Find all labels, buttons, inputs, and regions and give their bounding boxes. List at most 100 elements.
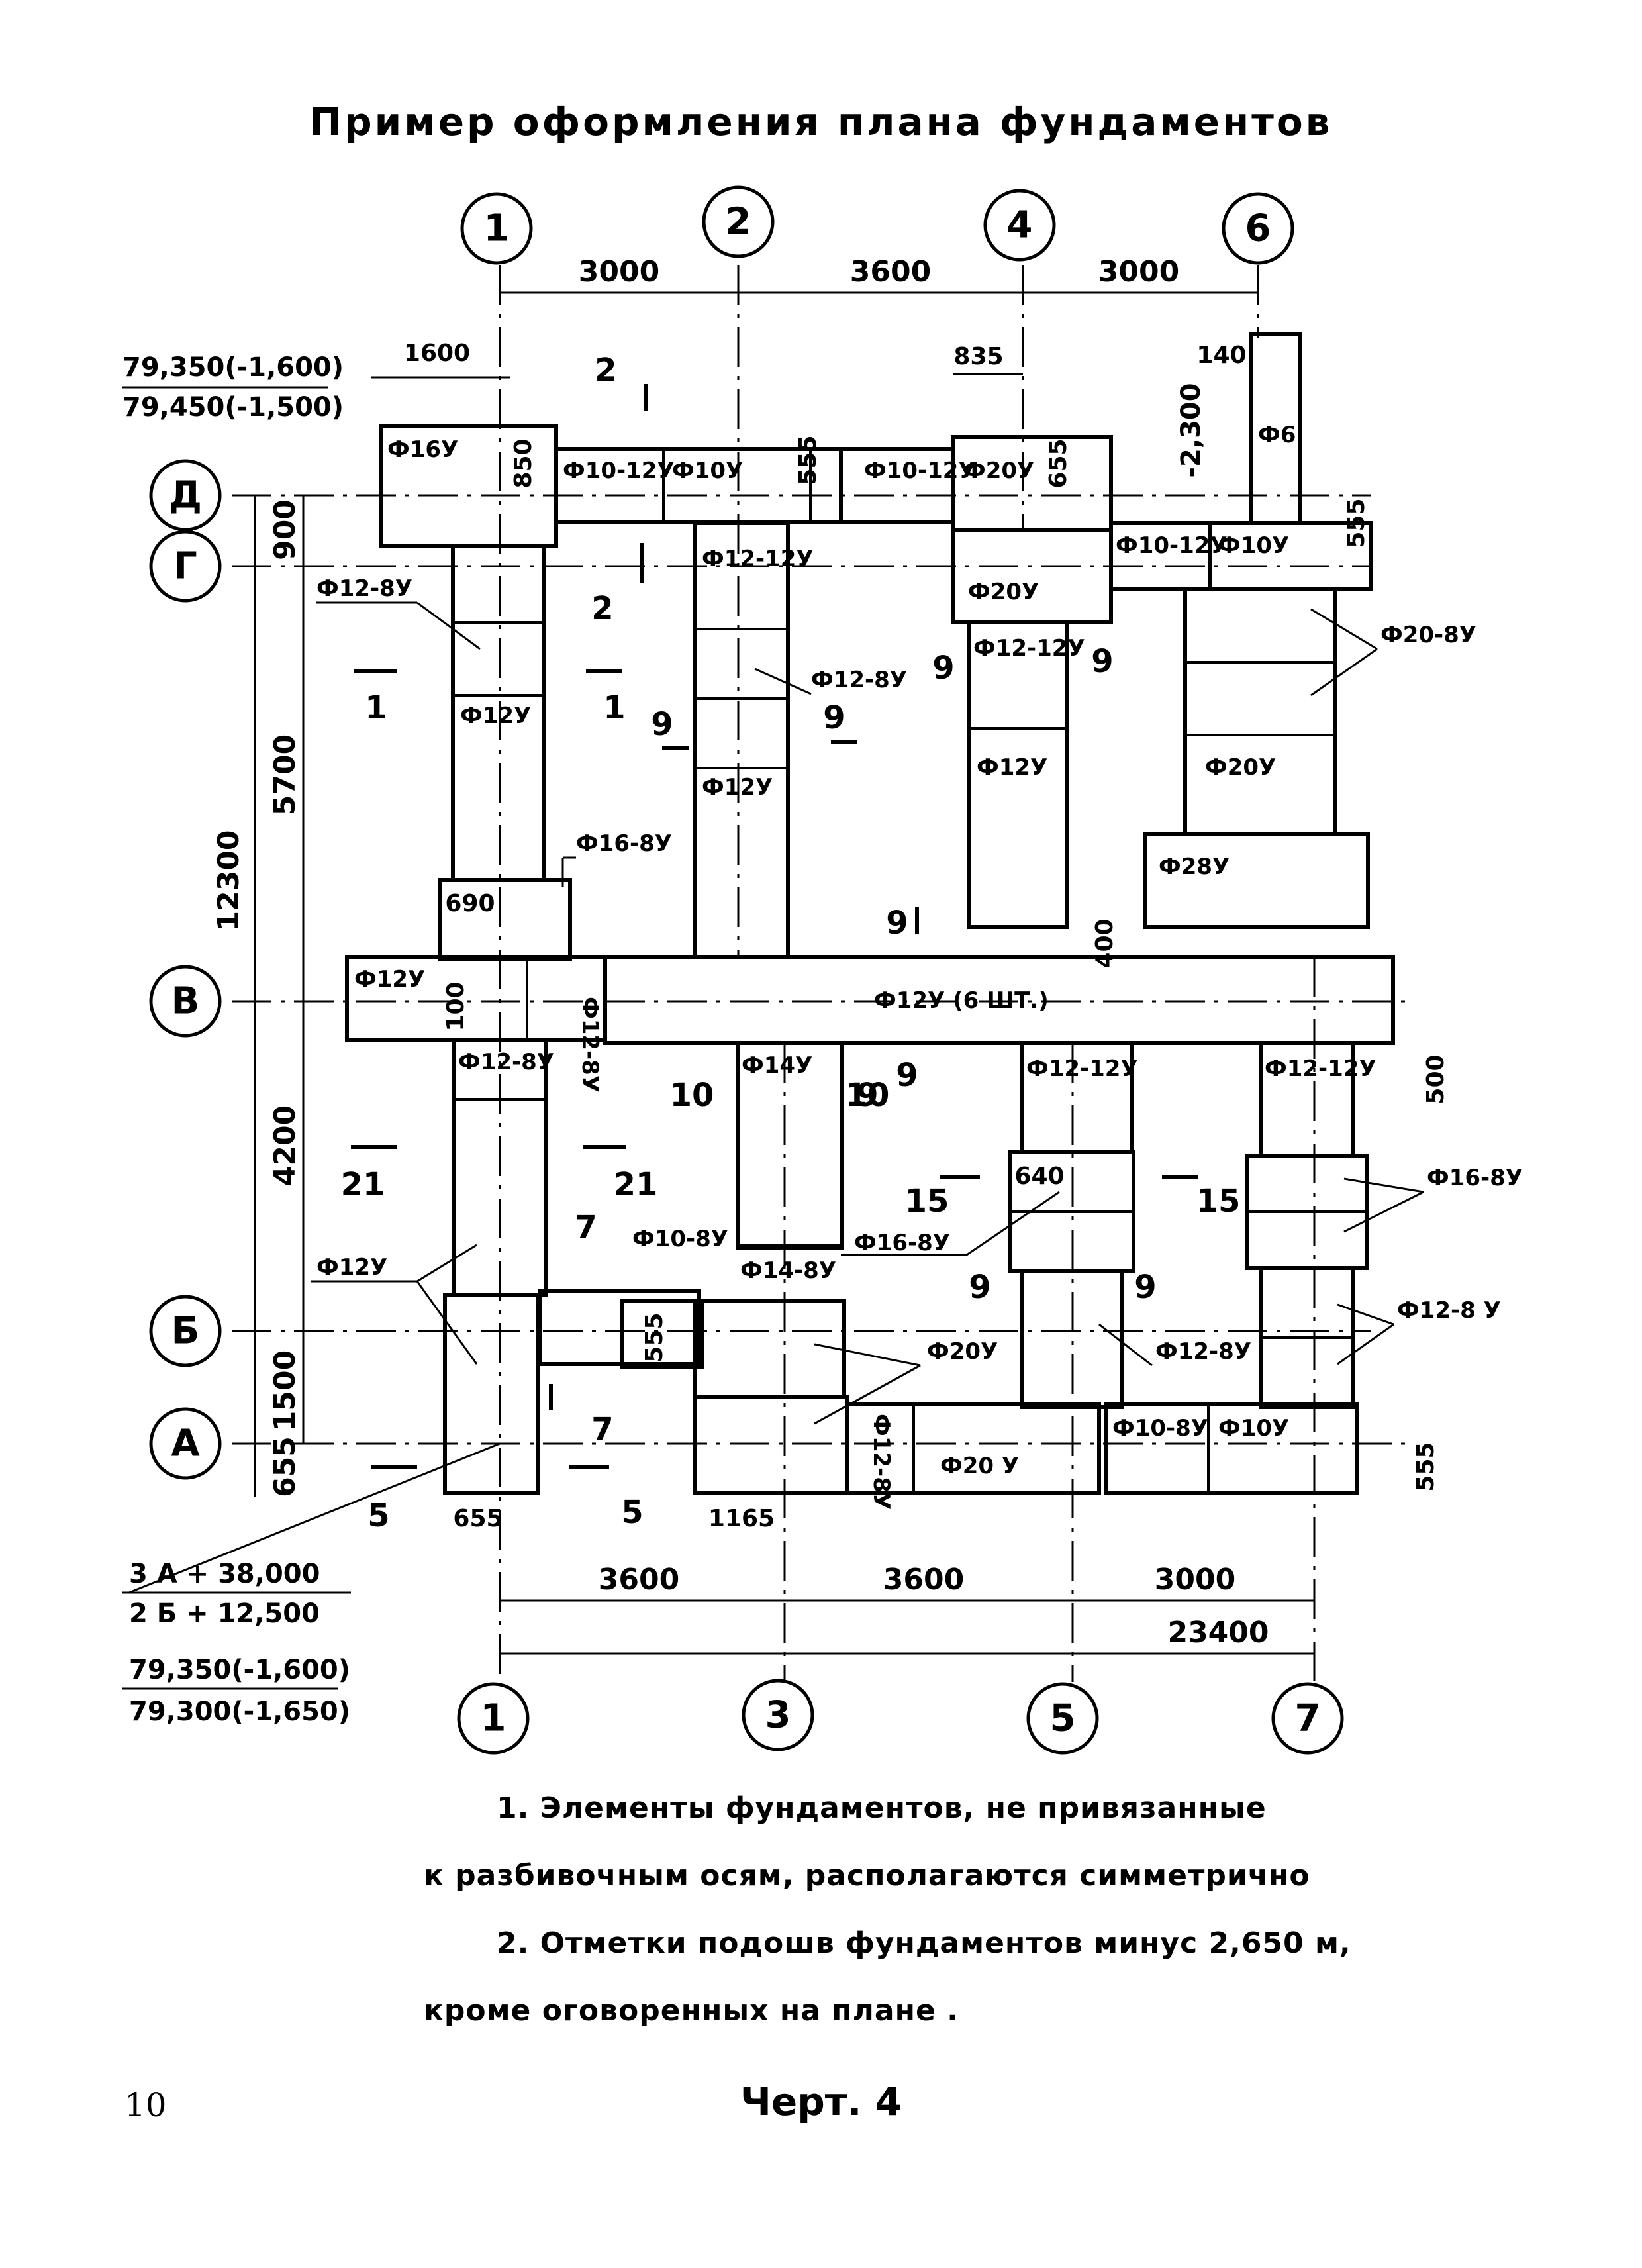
section-mark: 9: [932, 650, 954, 687]
note-1-line-2: к разбивочным осям, располагаются симмет…: [424, 1859, 1310, 1893]
dimension-lines: [254, 291, 1314, 1655]
level-marks-left: 79,350(-1,600) 79,450(-1,500) 3 А + 38,0…: [122, 352, 350, 1727]
axis-label-bottom: 3: [765, 1694, 791, 1737]
footing-1-v-upper: [438, 878, 572, 961]
section-mark: 5: [621, 1494, 643, 1531]
axis-bubble-3-bottom: [742, 1679, 814, 1751]
note-2-line-1: 2. Отметки подошв фундаментов минус 2,65…: [497, 1926, 1351, 1960]
level-mark: -2,300: [1176, 383, 1206, 477]
dim-local: 850: [510, 438, 537, 488]
rebar-label: Ф14У: [742, 1052, 812, 1079]
axis-label-left: Г: [173, 545, 197, 588]
internal-divisions: [454, 449, 1367, 1493]
axis-bubble-1-top: [460, 192, 533, 265]
rebar-label: Ф12-12У: [1026, 1056, 1138, 1082]
note-2-line-2: кроме оговоренных на плане .: [424, 1994, 959, 2028]
dim-local: 555: [1343, 498, 1370, 548]
section-mark: 9: [651, 706, 673, 743]
rebar-label: Ф20У: [968, 579, 1039, 605]
rebar-label: Ф12У: [702, 774, 773, 801]
strip-3-lower: [736, 1041, 844, 1250]
rebar-label: Ф16-8У: [576, 830, 672, 857]
top-left-level: 79,350(-1,600): [122, 352, 344, 383]
axis-bubble-d: [149, 459, 222, 532]
rebar-label: Ф12-8У: [577, 997, 603, 1093]
dim-local: 1165: [708, 1505, 775, 1532]
dim-top: 3000: [579, 255, 659, 289]
section-mark: 9: [1091, 643, 1113, 680]
dim-top: 3000: [1098, 255, 1179, 289]
section-mark: 15: [905, 1183, 949, 1220]
rebar-label: Ф12-12У: [1265, 1056, 1376, 1082]
dim-local: 500: [1422, 1054, 1449, 1104]
sheet-label: Черт. 4: [740, 2079, 902, 2124]
footing-d4-lower: [951, 528, 1113, 624]
dim-local: 555: [1412, 1442, 1439, 1491]
dim-local: 555: [641, 1312, 668, 1362]
rebar-label: Ф28У: [1159, 854, 1230, 880]
rebar-label: Ф12-8У: [1155, 1338, 1251, 1365]
note-1-line-1: 1. Элементы фундаментов, не привязанные: [497, 1791, 1267, 1825]
bottom-left-mark: 79,350(-1,600): [129, 1655, 350, 1685]
rebar-label: Ф16-8У: [854, 1230, 950, 1256]
axis-label-top: 2: [726, 201, 751, 244]
section-mark: 10: [670, 1077, 714, 1114]
section-cut-symbols: [351, 384, 1198, 1469]
dim-local: 1600: [404, 340, 470, 367]
axis-label-left: А: [171, 1422, 200, 1465]
rebar-label: Ф12-8У: [316, 575, 412, 602]
dim-left: 655: [268, 1436, 302, 1497]
rebar-label: Ф12-12У: [973, 635, 1085, 662]
beam-a-5-7: [1104, 1402, 1359, 1495]
axis-bubble-6-top: [1222, 192, 1294, 265]
section-mark: 9: [969, 1269, 990, 1306]
axis-bubble-g: [149, 530, 222, 603]
dim-top: 3600: [850, 255, 931, 289]
axis-label-left: В: [171, 980, 200, 1023]
section-mark: 2: [591, 590, 613, 627]
drawing-title: Пример оформления плана фундаментов: [309, 99, 1333, 144]
section-mark: 9: [823, 699, 845, 736]
top-left-level: 79,450(-1,500): [122, 392, 344, 422]
axis-label-top: 4: [1007, 204, 1033, 247]
foundation-outlines: [345, 332, 1395, 1495]
reinforcement-labels: Ф16У Ф10-12У Ф10У Ф10-12У Ф20У Ф6 Ф10-12…: [316, 422, 1523, 1510]
axis-bubble-1-bottom: [457, 1682, 530, 1755]
dim-local: 640: [1014, 1163, 1064, 1190]
footing-b-small: [538, 1289, 701, 1366]
dim-total: 23400: [1167, 1616, 1269, 1650]
dimension-texts: 3000 3600 3000 3600 3600 3000 23400 900 …: [212, 255, 1269, 1650]
axis-bubbles-left: [149, 459, 222, 1480]
axis-label-bottom: 1: [481, 1697, 507, 1740]
section-mark: 9: [886, 905, 908, 942]
footing-a3: [693, 1395, 849, 1495]
dim-local: 690: [445, 890, 495, 917]
section-mark: 9: [1134, 1269, 1156, 1306]
axis-bubbles-top: [460, 185, 1294, 265]
axis-lines: [232, 265, 1410, 1682]
dim-local: 555: [795, 435, 822, 485]
rebar-label: Ф16-8У: [1427, 1165, 1523, 1191]
footing-6-v: [1143, 832, 1370, 929]
axis-bubble-a: [149, 1407, 222, 1480]
rebar-label: Ф12У: [316, 1254, 387, 1281]
pilaster-6: [1249, 332, 1302, 525]
rebar-label: Ф20У: [1205, 754, 1276, 781]
dim-left: 5700: [268, 734, 302, 815]
rebar-label: Ф10-8У: [632, 1226, 728, 1252]
beam-v: [603, 955, 1395, 1045]
dim-local: 655: [453, 1505, 503, 1532]
dim-local: 835: [953, 343, 1003, 370]
rebar-label: Ф10-12У: [1116, 532, 1228, 559]
dim-local: 140: [1196, 342, 1246, 369]
rebar-label: Ф10У: [1218, 532, 1289, 559]
leader-lines: [128, 601, 1424, 1594]
bottom-left-mark: 3 А + 38,000: [129, 1559, 320, 1589]
strip-4-upper: [967, 620, 1069, 929]
rebar-label: Ф20-8У: [1380, 622, 1476, 648]
dim-local: 100: [442, 981, 469, 1031]
rebar-label: Ф10-12У: [864, 458, 976, 484]
beam-a-3-5: [845, 1402, 1101, 1495]
rebar-label: Ф6: [1258, 422, 1296, 448]
rebar-label: Ф10У: [1218, 1415, 1289, 1442]
